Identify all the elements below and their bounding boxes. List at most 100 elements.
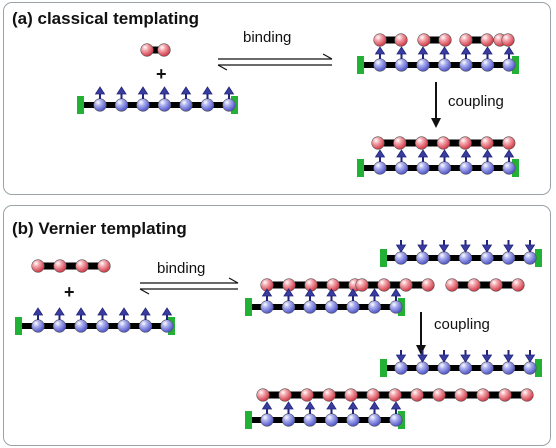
a-template-product-up-arrow (439, 149, 450, 162)
b-template-left-backbone (20, 323, 170, 329)
a-bound-dimer-1-beads (417, 33, 452, 47)
red-bead (388, 388, 402, 402)
a-template-left-up-arrow (94, 86, 106, 99)
a-template-left-left-cap (77, 96, 84, 114)
panel-a-coupling-label: coupling (448, 93, 504, 110)
b-template-upper-down-arrow (524, 240, 536, 253)
b-product-template-lower-left-cap (245, 411, 252, 429)
b-template-left-up-arrow (75, 307, 87, 320)
a-bound-dimer-0-bond (380, 36, 401, 44)
b-product-template-lower-up-arrow (347, 401, 359, 414)
blue-bead (389, 300, 403, 314)
a-template-left-up-arrow (116, 86, 127, 99)
red-bead (458, 136, 472, 150)
b-coupling-arrow-head (416, 345, 426, 355)
panel-b-binding-label: binding (157, 260, 206, 277)
b-template-lower-up-arrow (261, 288, 273, 301)
blue-bead (303, 413, 317, 427)
blue-bead (502, 161, 516, 175)
b-template-lower-up-arrow (304, 288, 316, 301)
red-bead (445, 278, 459, 292)
blue-bead (458, 361, 473, 375)
a-template-left-up-arrow (223, 86, 235, 99)
blue-bead (480, 251, 494, 265)
b-template-lower-up-arrow (283, 288, 294, 301)
b-strand-1-beads (260, 278, 362, 292)
a-template-product-up-arrow (482, 149, 493, 162)
blue-bead (260, 413, 274, 427)
a-template-bound-up-arrow (396, 46, 407, 59)
red-bead (502, 136, 516, 150)
blue-bead (523, 251, 537, 265)
blue-bead (480, 361, 494, 375)
red-bead (304, 278, 318, 292)
b-strand-2-beads (355, 278, 435, 292)
red-bead (476, 388, 490, 402)
b-product-template-upper-right-cap (535, 359, 542, 377)
blue-bead (394, 361, 408, 375)
b-product-template-upper-down-arrow (460, 350, 471, 363)
a-template-bound-left-cap (357, 56, 364, 74)
red-bead (480, 33, 494, 47)
red-bead (410, 388, 424, 402)
red-bead (432, 388, 446, 402)
blue-bead (501, 361, 516, 375)
b-strand-3-bond (452, 281, 518, 289)
red-bead (278, 388, 292, 402)
red-bead (520, 388, 534, 402)
a-template-bound-beads (373, 58, 516, 72)
blue-bead (373, 58, 387, 72)
b-binding-arrows-reverse-head (139, 288, 150, 295)
panel-b-plus: + (64, 282, 75, 302)
red-bead (157, 43, 171, 57)
red-bead (467, 278, 481, 292)
b-product-template-lower-beads (260, 413, 403, 427)
a-template-bound-up-arrow (417, 46, 429, 59)
blue-bead (394, 58, 409, 72)
blue-bead (437, 251, 451, 265)
blue-bead (303, 300, 317, 314)
b-template-lower-left-cap (245, 298, 252, 316)
red-bead (31, 259, 45, 273)
b-trimer-bond (38, 262, 104, 270)
red-bead (371, 136, 385, 150)
a-bound-dimer-2-beads (459, 33, 494, 47)
blue-bead (114, 98, 129, 112)
blue-bead (346, 300, 360, 314)
a-template-left-up-arrow (159, 86, 170, 99)
red-bead (97, 259, 111, 273)
blue-bead (523, 361, 537, 375)
blue-bead (93, 98, 107, 112)
b-product-template-upper-down-arrow (438, 350, 450, 363)
blue-bead (415, 361, 430, 375)
blue-bead (31, 319, 45, 333)
b-template-left-up-arrow (140, 307, 151, 320)
b-template-lower-up-arrow (390, 288, 402, 301)
red-bead (511, 278, 525, 292)
blue-bead (324, 300, 339, 314)
blue-bead (501, 251, 516, 265)
blue-bead (281, 413, 296, 427)
b-template-lower-up-arrow (347, 288, 359, 301)
a-template-product-up-arrow (396, 149, 407, 162)
a-template-left-backbone (82, 102, 233, 108)
red-bead (300, 388, 314, 402)
blue-bead (179, 98, 193, 112)
b-template-left-up-arrow (32, 307, 44, 320)
blue-bead (437, 161, 452, 175)
blue-bead (74, 319, 88, 333)
a-dimer-beads (140, 43, 171, 57)
red-bead (75, 259, 89, 273)
a-template-bound-up-arrow (482, 46, 493, 59)
red-bead (480, 136, 494, 150)
red-bead (454, 388, 468, 402)
red-bead (322, 388, 336, 402)
b-product-template-lower-up-arrow (369, 401, 380, 414)
red-bead (394, 33, 408, 47)
panel-classical-templating (3, 2, 551, 195)
blue-bead (52, 319, 67, 333)
blue-bead (416, 161, 430, 175)
blue-bead (324, 413, 339, 427)
b-template-upper-down-arrow (460, 240, 471, 253)
